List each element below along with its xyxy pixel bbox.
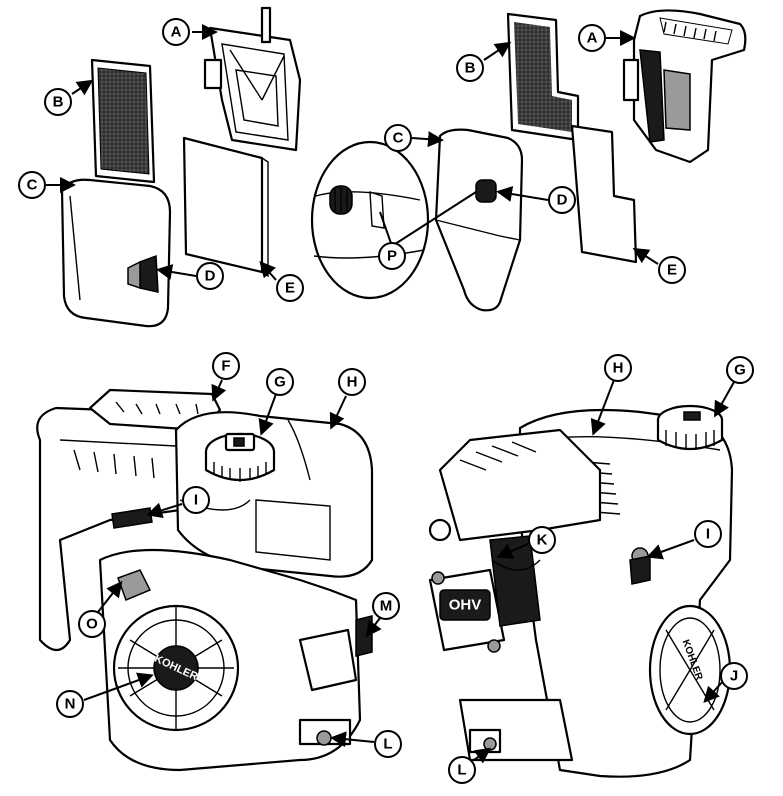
callout-label: M <box>380 598 393 615</box>
callout-label: H <box>613 360 624 377</box>
valve-cover-label: OHV <box>449 597 482 614</box>
callout-f: F <box>211 352 240 402</box>
callout-h-left: H <box>329 368 366 430</box>
recoil-starter-right: KOHLER <box>648 604 732 736</box>
engine-left-view: KOHLER <box>36 388 374 772</box>
callout-label: I <box>706 526 710 543</box>
callout-i-right: I <box>646 520 722 560</box>
paper-filter-left <box>90 58 156 184</box>
callout-a-left: A <box>162 18 218 46</box>
callout-label: K <box>537 532 548 549</box>
callouts: A B C D E B A C D E P F G H I O M N L H … <box>18 18 754 784</box>
air-cleaner-assembly-right <box>310 9 747 312</box>
callout-label: I <box>194 492 198 509</box>
air-cleaner-assembly-left <box>60 6 302 328</box>
callout-label: F <box>221 358 230 375</box>
callout-label: B <box>465 60 476 77</box>
callout-label: P <box>387 248 397 265</box>
callout-e-right: E <box>632 247 686 284</box>
callout-a-right: A <box>578 24 636 52</box>
callout-label: L <box>383 736 392 753</box>
callout-label: E <box>667 262 677 279</box>
fuel-cap-right <box>656 404 724 450</box>
callout-j: J <box>703 662 748 703</box>
callout-g-left: G <box>258 368 294 436</box>
callout-c-left: C <box>18 171 76 199</box>
callout-g-right: G <box>714 356 754 418</box>
valve-cover: OHV <box>428 568 506 653</box>
callout-label: C <box>393 130 404 147</box>
callout-label: G <box>274 374 286 391</box>
detail-inset-p <box>310 140 430 300</box>
precleaner-left <box>182 136 269 278</box>
callout-o: O <box>78 580 123 638</box>
air-cleaner-cover-left <box>60 178 172 328</box>
callout-b-right: B <box>456 41 512 82</box>
callout-c-right: C <box>384 124 444 152</box>
callout-label: H <box>347 374 358 391</box>
callout-k: K <box>496 526 556 559</box>
callout-p: P <box>378 191 477 270</box>
callout-e-left: E <box>259 260 304 302</box>
callout-h-right: H <box>590 354 632 436</box>
callout-d-left: D <box>156 262 224 290</box>
callout-i-left: I <box>146 486 210 519</box>
callout-label: B <box>53 94 64 111</box>
fuel-cap-left <box>204 432 276 482</box>
callout-d-right: D <box>496 186 576 214</box>
callout-l-right: L <box>448 747 492 784</box>
recoil-starter-left: KOHLER <box>112 604 240 732</box>
callout-l-left: L <box>330 730 402 758</box>
callout-label: N <box>65 696 76 713</box>
precleaner-right <box>570 124 638 264</box>
callout-label: O <box>86 616 98 633</box>
air-cleaner-base-left <box>203 6 302 152</box>
callout-label: C <box>27 177 38 194</box>
callout-b-left: B <box>44 79 94 116</box>
callout-m: M <box>365 592 400 638</box>
callout-label: E <box>285 280 295 297</box>
callout-label: D <box>205 268 216 285</box>
air-cleaner-base-right <box>622 9 747 164</box>
callout-label: A <box>171 24 182 41</box>
callout-label: G <box>734 362 746 379</box>
callout-label: A <box>587 30 598 47</box>
callout-n: N <box>56 672 154 718</box>
callout-label: J <box>730 668 738 685</box>
callout-label: L <box>457 762 466 779</box>
air-cleaner-cover-right <box>434 128 524 312</box>
engine-right-view: OHV KOHLER <box>428 404 734 778</box>
paper-filter-right <box>506 12 580 142</box>
callout-label: D <box>557 192 568 209</box>
